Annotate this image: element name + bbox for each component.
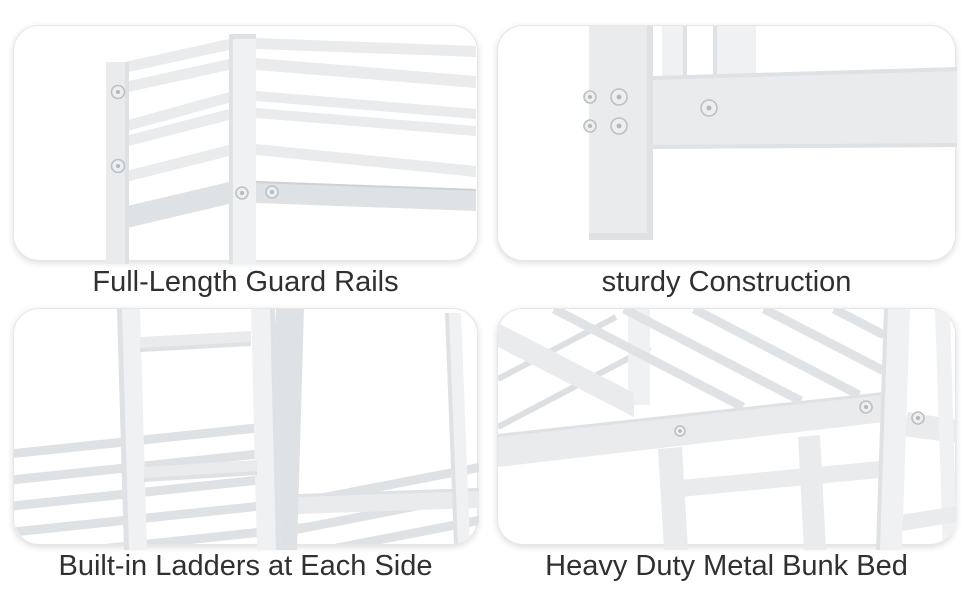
feature-panel xyxy=(497,308,957,550)
feature-sturdy-construction: sturdy Construction xyxy=(497,25,957,302)
screw-icon xyxy=(859,400,873,414)
screw-icon xyxy=(235,186,249,200)
feature-panel xyxy=(497,25,957,261)
feature-caption: Heavy Duty Metal Bunk Bed xyxy=(545,550,908,582)
feature-guard-rails: Full-Length Guard Rails xyxy=(13,25,478,302)
screw-icon xyxy=(911,411,925,425)
feature-caption: Built-in Ladders at Each Side xyxy=(58,550,433,582)
screw-icon xyxy=(110,84,126,100)
screw-icon xyxy=(583,90,597,104)
feature-panel xyxy=(13,25,478,264)
screw-icon xyxy=(610,117,628,135)
feature-caption: sturdy Construction xyxy=(601,266,852,298)
feature-panel xyxy=(13,308,479,550)
feature-caption: Full-Length Guard Rails xyxy=(92,266,399,298)
screw-icon xyxy=(674,425,686,437)
screw-icon xyxy=(700,99,718,117)
guard-rails-render-illustration xyxy=(106,34,476,264)
feature-built-in-ladders: Built-in Ladders at Each Side xyxy=(13,308,479,586)
feature-heavy-duty-bunk-bed: Heavy Duty Metal Bunk Bed xyxy=(497,308,957,586)
bunk-bed-corner-render-illustration xyxy=(498,309,957,550)
built-in-ladder-render-illustration xyxy=(14,309,479,550)
screw-icon xyxy=(583,119,597,133)
screw-icon xyxy=(110,158,126,174)
screw-icon xyxy=(610,88,628,106)
frame-joint-screws-render-illustration xyxy=(583,26,957,240)
screw-icon xyxy=(265,185,279,199)
